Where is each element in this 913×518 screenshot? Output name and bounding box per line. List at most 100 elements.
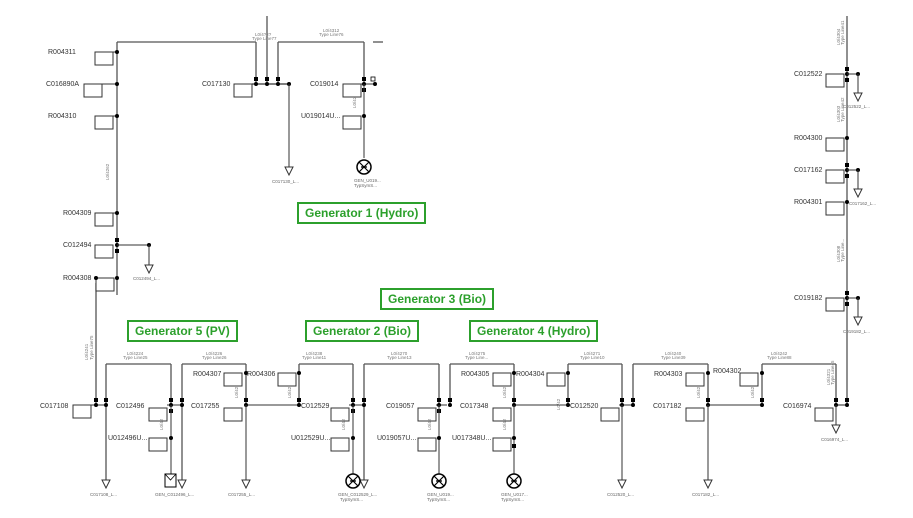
line-label-short-1: L0/42: [352, 96, 357, 108]
node-label-U019057U: U019057U...: [377, 435, 416, 442]
GEN_U019014-generator-icon[interactable]: [356, 159, 372, 175]
node-label-R004305: R004305: [461, 371, 490, 378]
load-label-C019182: C019182_L...: [843, 329, 870, 334]
R004303-resistor[interactable]: [685, 371, 710, 387]
gen-type-U019014: TypSymS...: [354, 183, 377, 188]
R004310-resistor[interactable]: [94, 114, 119, 130]
gen-label-U017348: GEN_U017...: [501, 492, 528, 497]
node-label-C019182: C019182: [794, 295, 823, 302]
load-label-C017108: C017108_L...: [90, 492, 117, 497]
U012529U-transformer[interactable]: [330, 436, 355, 452]
line-label-b7: L0/4240: [665, 351, 682, 356]
left-feeder: [95, 41, 257, 405]
annotation-generator-4[interactable]: Generator 4 (Hydro): [469, 320, 599, 342]
node-label-C012494: C012494: [63, 242, 92, 249]
R004300-resistor[interactable]: [825, 136, 849, 152]
line-type-b3: Type Line11: [302, 355, 327, 360]
C019182-busbar[interactable]: [825, 291, 863, 327]
node-label-C012522: C012522: [794, 71, 823, 78]
R004305-resistor[interactable]: [492, 371, 516, 387]
C012496-busbar[interactable]: [148, 398, 187, 490]
annotation-generator-5[interactable]: Generator 5 (PV): [127, 320, 238, 342]
GEN_U017348-generator-icon[interactable]: [506, 473, 522, 489]
R004309-resistor[interactable]: [94, 211, 119, 227]
node-450: [448, 398, 452, 407]
C017348-busbar[interactable]: [492, 398, 516, 474]
line-label-short-2: L0/42: [159, 418, 164, 430]
node-label-C017108: C017108: [40, 403, 69, 410]
annotation-generator-3[interactable]: Generator 3 (Bio): [380, 288, 495, 310]
line-label-v-left-long: L0/4262: [105, 163, 110, 180]
node-label-C017162: C017162: [794, 167, 823, 174]
node-label-R004307: R004307: [193, 371, 222, 378]
C017255-busbar[interactable]: [223, 398, 251, 490]
line-type-b1: Type Line25: [123, 355, 148, 360]
load-label-C017162: C017162_L...: [849, 201, 876, 206]
U019014U-transformer[interactable]: [342, 114, 366, 130]
C019014-busbar[interactable]: [342, 76, 377, 158]
line-type-v-right-4: Type Line45: [830, 360, 835, 385]
annotation-generator-1[interactable]: Generator 1 (Hydro): [297, 202, 427, 224]
line-label-short-10: L0/42: [696, 386, 701, 398]
bottom-feeder-lines: [105, 363, 837, 487]
C012529-busbar[interactable]: [330, 398, 369, 490]
U019057U-transformer[interactable]: [417, 436, 441, 452]
load-label-C012520: C012520_L...: [607, 492, 634, 497]
C012494-busbar[interactable]: [94, 238, 154, 275]
U017348U-transformer[interactable]: [492, 436, 516, 452]
node-label-R004303: R004303: [654, 371, 683, 378]
top-feeders: [266, 16, 383, 84]
R004302-resistor[interactable]: [739, 371, 764, 407]
C012520-busbar[interactable]: [600, 398, 635, 490]
load-label-C017130: C017130_L...: [272, 179, 299, 184]
annotation-generator-2[interactable]: Generator 2 (Bio): [305, 320, 420, 342]
line-label-v-left-low: L0/4241: [84, 343, 89, 360]
node-label-C016890A: C016890A: [46, 81, 79, 88]
node-label-R004306: R004306: [247, 371, 276, 378]
gen-label-U019014: GEN_U019...: [354, 178, 381, 183]
node-label-U012529U: U012529U...: [291, 435, 330, 442]
line-type-top2: Type Line76: [319, 32, 344, 37]
C016974-busbar[interactable]: [814, 398, 849, 435]
C016890A-busbar[interactable]: [83, 82, 119, 98]
R004301-resistor[interactable]: [825, 200, 849, 216]
line-type-v-left-low: Type Line75: [89, 335, 94, 360]
C017182-busbar[interactable]: [685, 398, 713, 490]
line-label-b4: L0/4270: [391, 351, 408, 356]
R004306-resistor[interactable]: [277, 371, 301, 407]
R004308-resistor[interactable]: [94, 276, 119, 292]
C019057-busbar[interactable]: [417, 398, 447, 474]
C012522-busbar[interactable]: [825, 67, 863, 103]
node-label-R004308: R004308: [63, 275, 92, 282]
line-label-b3: L0/4238: [306, 351, 323, 356]
U012496U-transformer[interactable]: [148, 436, 173, 452]
line-label-short-3: L0/42: [234, 386, 239, 398]
line-type-b5: Type Line...: [465, 355, 488, 360]
R004311-resistor[interactable]: [94, 50, 119, 66]
line-type-v-right-3: Type Line...: [840, 239, 845, 262]
pv-generator-icon[interactable]: [164, 473, 177, 488]
node-label-C017255: C017255: [191, 403, 220, 410]
node-label-C017130: C017130: [202, 81, 231, 88]
line-type-v-right-top: Type Line41: [840, 20, 845, 45]
node-label-C019057: C019057: [386, 403, 415, 410]
node-label-U019014U: U019014U...: [301, 113, 340, 120]
line-type-b2: Type Line26: [202, 355, 227, 360]
line-type-b8: Type Line88: [767, 355, 792, 360]
line-type-b4: Type Line13: [387, 355, 412, 360]
GEN_U019057-generator-icon[interactable]: [431, 473, 447, 489]
line-label-short-5: L0/42: [341, 418, 346, 430]
C017130-busbar[interactable]: [233, 77, 294, 177]
C017108-busbar[interactable]: [72, 398, 111, 490]
node-label-C012496: C012496: [116, 403, 145, 410]
R004304-resistor[interactable]: [546, 371, 570, 407]
line-label-short-6: L0/42: [427, 418, 432, 430]
R004307-resistor[interactable]: [223, 371, 248, 387]
GEN_U012529-generator-icon[interactable]: [345, 473, 361, 489]
C017162-busbar[interactable]: [825, 163, 863, 199]
line-label-short-9: L0/42: [556, 398, 561, 410]
line-label-top2: L0/4312: [323, 28, 340, 33]
line-label-b6: L0/4271: [584, 351, 601, 356]
load-label-C017182: C017182_L...: [692, 492, 719, 497]
node-label-C016974: C016974: [783, 403, 812, 410]
